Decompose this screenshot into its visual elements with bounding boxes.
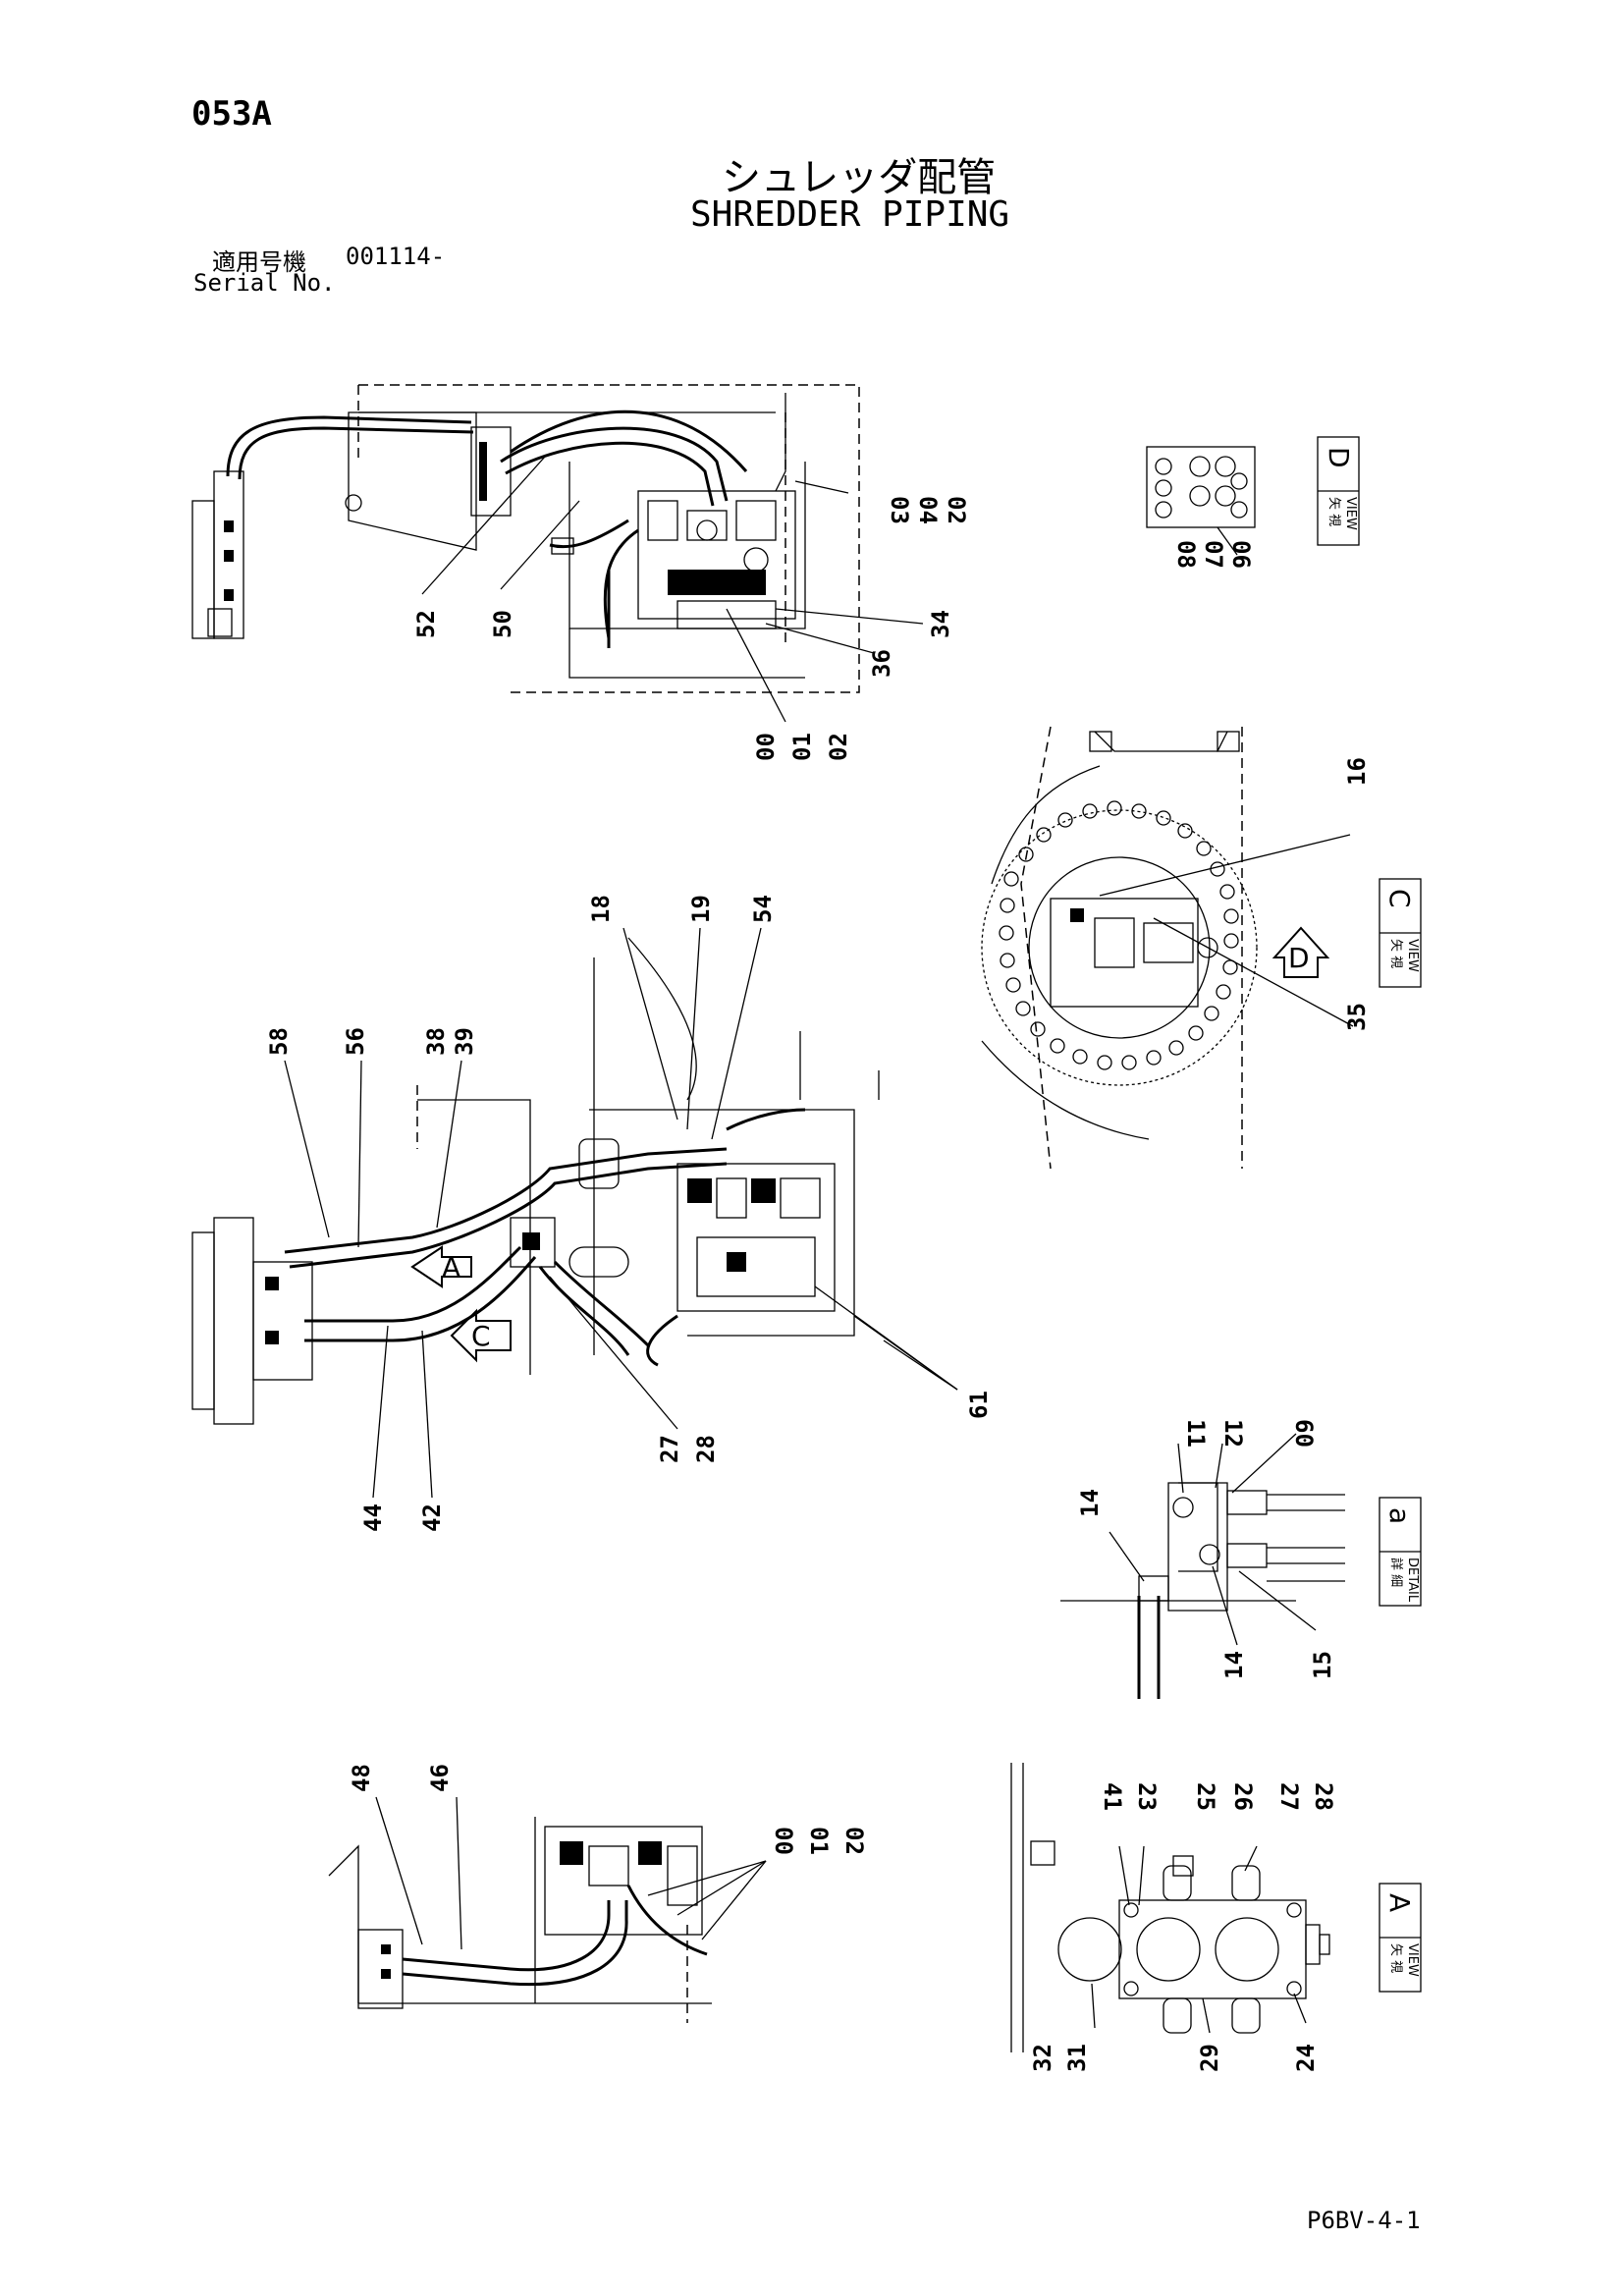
top-assembly-drawing: [191, 384, 924, 723]
svg-text:A: A: [442, 1251, 460, 1284]
callout-12: 12: [1219, 1419, 1247, 1448]
svg-text:a: a: [1383, 1507, 1416, 1524]
callout-44: 44: [359, 1503, 387, 1532]
title-japanese: シュレッダ配管: [722, 155, 997, 200]
svg-text:詳 細: 詳 細: [1388, 1558, 1404, 1587]
serial-label-japanese: 適用号機: [212, 248, 306, 276]
svg-text:D: D: [1288, 942, 1310, 974]
callout-01-b: 01: [805, 1827, 833, 1855]
view-c-arrow-d: D: [1271, 926, 1330, 978]
callout-06: 06: [1227, 540, 1255, 569]
callout-26: 26: [1229, 1782, 1257, 1811]
top-callouts: 03 04 02 52 50 34 36 00 01 02: [412, 496, 970, 761]
callout-01-a: 01: [788, 733, 816, 761]
callout-27-b: 27: [1275, 1782, 1303, 1811]
bottom-callouts: 48 46 00 01 02: [348, 1764, 868, 1855]
bottom-assembly-drawing: [328, 1796, 767, 2023]
serial-number-value: 001114-: [346, 243, 446, 270]
svg-text:DETAIL: DETAIL: [1405, 1558, 1420, 1603]
view-a-callouts: 41 23 25 26 27 28 32 31 29 24: [1029, 1782, 1337, 2072]
callout-03: 03: [886, 496, 913, 524]
page-code: P6BV-4-1: [1307, 2207, 1421, 2234]
view-d-callouts: 08 07 06: [1172, 540, 1255, 569]
svg-text:A: A: [1383, 1893, 1416, 1912]
callout-28-a: 28: [692, 1435, 720, 1463]
callout-02: 02: [943, 496, 970, 524]
view-c-label-box: 矢 視 VIEW C: [1379, 878, 1422, 988]
callout-31: 31: [1063, 2044, 1091, 2072]
svg-text:C: C: [1383, 889, 1416, 908]
svg-text:VIEW: VIEW: [1405, 939, 1420, 972]
callout-19: 19: [687, 895, 715, 923]
callout-14-a: 14: [1076, 1489, 1104, 1517]
callout-41: 41: [1099, 1782, 1126, 1811]
callout-34: 34: [927, 610, 954, 638]
view-c-callouts: 16 35: [1343, 757, 1371, 1031]
callout-58: 58: [265, 1027, 293, 1056]
middle-callouts: 58 56 38 39 18 19 54 27 28 44 42 61: [265, 895, 993, 1532]
detail-a-drawing: [1060, 1433, 1345, 1699]
callout-35: 35: [1343, 1003, 1371, 1031]
svg-text:D: D: [1323, 447, 1355, 468]
callout-25: 25: [1192, 1782, 1219, 1811]
svg-text:VIEW: VIEW: [1343, 497, 1358, 530]
callout-02-b: 02: [825, 733, 852, 761]
callout-14-b: 14: [1220, 1651, 1248, 1679]
callout-11: 11: [1182, 1419, 1210, 1448]
view-d-label-box: 矢 視 VIEW D: [1317, 436, 1360, 546]
callout-38: 38: [422, 1027, 450, 1056]
callout-42: 42: [418, 1503, 446, 1532]
callout-18: 18: [587, 895, 615, 923]
callout-15: 15: [1309, 1651, 1336, 1679]
callout-16: 16: [1343, 757, 1371, 786]
svg-text:矢 視: 矢 視: [1388, 939, 1403, 968]
detail-a-label-box: 詳 細 DETAIL a: [1379, 1497, 1422, 1607]
detail-a-callouts: 11 12 60 14 14 15: [1076, 1419, 1336, 1679]
svg-text:矢 視: 矢 視: [1326, 497, 1341, 526]
svg-text:矢 視: 矢 視: [1388, 1943, 1403, 1973]
callout-36: 36: [868, 649, 895, 678]
title-english: SHREDDER PIPING: [690, 194, 1010, 235]
callout-54: 54: [749, 895, 777, 923]
callout-46: 46: [426, 1764, 454, 1792]
callout-28-b: 28: [1310, 1782, 1337, 1811]
callout-50: 50: [489, 610, 516, 638]
serial-label-english: Serial No.: [193, 269, 336, 297]
callout-24: 24: [1292, 2044, 1320, 2072]
callout-61: 61: [965, 1391, 993, 1419]
callout-08: 08: [1172, 540, 1200, 569]
callout-04: 04: [914, 496, 942, 524]
callout-00-a: 00: [752, 733, 780, 761]
callout-29: 29: [1196, 2044, 1223, 2072]
svg-text:C: C: [471, 1320, 491, 1352]
view-a-label-box: 矢 視 VIEW A: [1379, 1883, 1422, 1993]
view-c-bolt-circle: [999, 800, 1239, 1070]
callout-48: 48: [348, 1764, 375, 1792]
callout-56: 56: [342, 1027, 369, 1056]
callout-02-c: 02: [840, 1827, 868, 1855]
callout-23: 23: [1133, 1782, 1161, 1811]
view-a-drawing: [1010, 1763, 1330, 2052]
svg-text:VIEW: VIEW: [1405, 1943, 1420, 1977]
callout-39: 39: [451, 1027, 478, 1056]
view-d-drawing: [1146, 446, 1256, 556]
callout-00-b: 00: [770, 1827, 797, 1855]
callout-07: 07: [1200, 540, 1227, 569]
middle-assembly-drawing: A C: [191, 927, 958, 1499]
callout-32: 32: [1029, 2044, 1056, 2072]
view-c-drawing: [981, 726, 1354, 1170]
callout-52: 52: [412, 610, 440, 638]
callout-27-a: 27: [656, 1435, 683, 1463]
callout-60: 60: [1290, 1419, 1318, 1448]
drawing-code: 053A: [191, 94, 272, 134]
